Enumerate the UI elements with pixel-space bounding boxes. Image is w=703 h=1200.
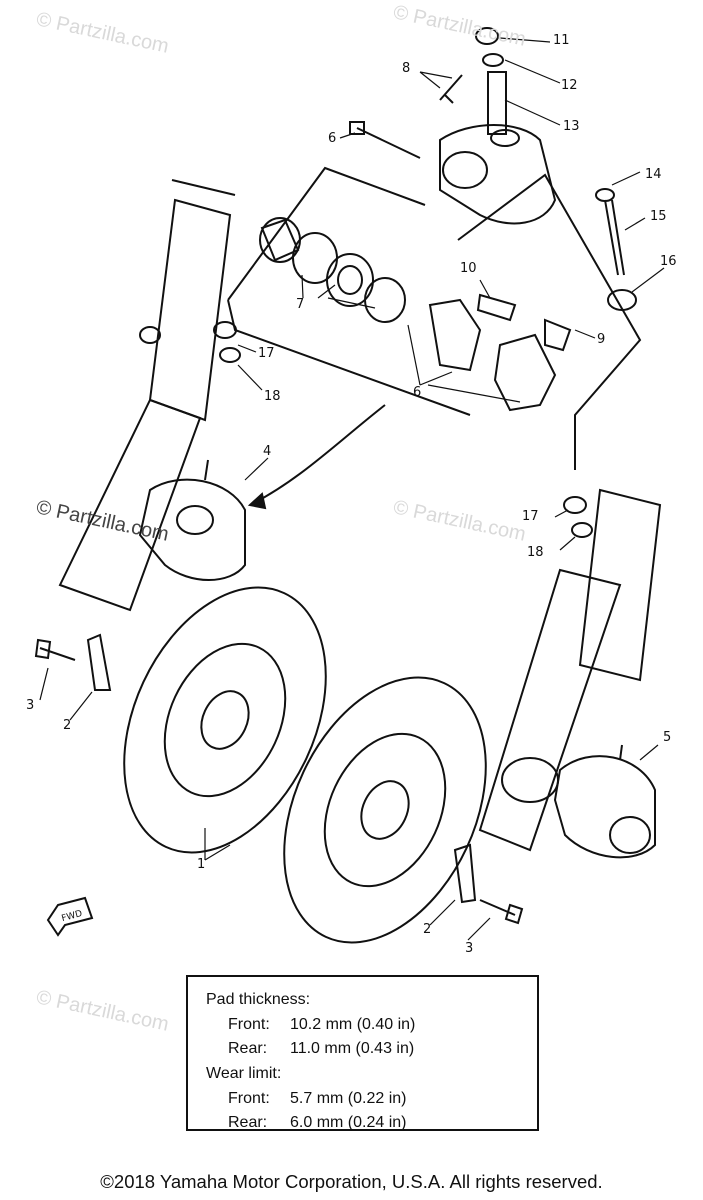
callout-9: 9 [597,332,606,347]
callout-6-top: 6 [328,131,337,146]
callout-5: 5 [663,730,672,745]
callout-18-right: 18 [527,545,544,560]
washer-11 [475,27,499,45]
callout-3-right: 3 [465,941,474,956]
callout-16: 16 [660,254,677,269]
callout-17-right: 17 [522,509,539,524]
washer-18-left [219,347,241,363]
nut-17-right [563,496,587,514]
spec-wear-rear-label: Rear: [228,1114,268,1131]
arrow-head [247,492,267,510]
callout-8: 8 [402,61,411,76]
callout-12: 12 [561,78,578,93]
spec-rear-value: 11.0 mm (0.43 in) [290,1040,415,1057]
bracket-2-left [86,633,112,691]
pin-15 [604,199,625,276]
callout-10: 10 [460,261,477,276]
spec-wear-front-label: Front: [228,1090,270,1107]
spec-wear-front-value: 5.7 mm (0.22 in) [290,1090,407,1107]
bolt-3-left [34,638,76,661]
callout-1: 1 [197,857,206,872]
bolt-6-top [349,121,421,159]
spec-wear-heading: Wear limit: [206,1065,282,1082]
leader-lines [39,37,665,941]
callout-7: 7 [296,297,305,312]
washer-18-right [571,522,593,538]
fwd-arrow [46,896,94,937]
caliper-5 [553,744,656,859]
pad-thickness-spec-box: Pad thickness: Front: 10.2 mm (0.40 in) … [186,975,539,1131]
callout-4: 4 [263,444,272,459]
caliper-4 [138,459,246,581]
bracket-2-right [453,843,477,904]
exploded-frame [227,166,642,470]
pointer-line-to-caliper-4 [249,404,386,506]
callout-2-right: 2 [423,922,432,937]
right-fork [478,488,662,852]
spec-front-value: 10.2 mm (0.40 in) [290,1016,416,1033]
bolt-3-right [479,899,524,925]
callout-3-left: 3 [26,698,35,713]
disc-left [123,586,327,854]
callout-6-pads: 6 [413,385,422,400]
copyright-notice: ©2018 Yamaha Motor Corporation, U.S.A. A… [100,1171,603,1192]
callout-17-left: 17 [258,346,275,361]
left-fork [58,179,236,612]
spec-wear-rear-value: 6.0 mm (0.24 in) [290,1114,407,1131]
callout-2-left: 2 [63,718,72,733]
callout-15: 15 [650,209,667,224]
caliper-body-exploded [439,71,557,225]
brake-pads [428,293,572,412]
spec-heading: Pad thickness: [206,991,311,1008]
callout-13: 13 [563,119,580,134]
boot-16 [607,289,637,311]
oring-12 [482,53,504,67]
disc-right [283,676,487,944]
washer-14 [595,188,615,202]
callout-18-left: 18 [264,389,281,404]
spec-front-label: Front: [228,1016,270,1033]
bleeder-8 [439,74,463,104]
spec-rear-label: Rear: [228,1040,268,1057]
callout-11: 11 [553,33,570,48]
callout-14: 14 [645,167,662,182]
piston-and-seals [259,217,406,323]
nut-17-left [213,321,237,339]
